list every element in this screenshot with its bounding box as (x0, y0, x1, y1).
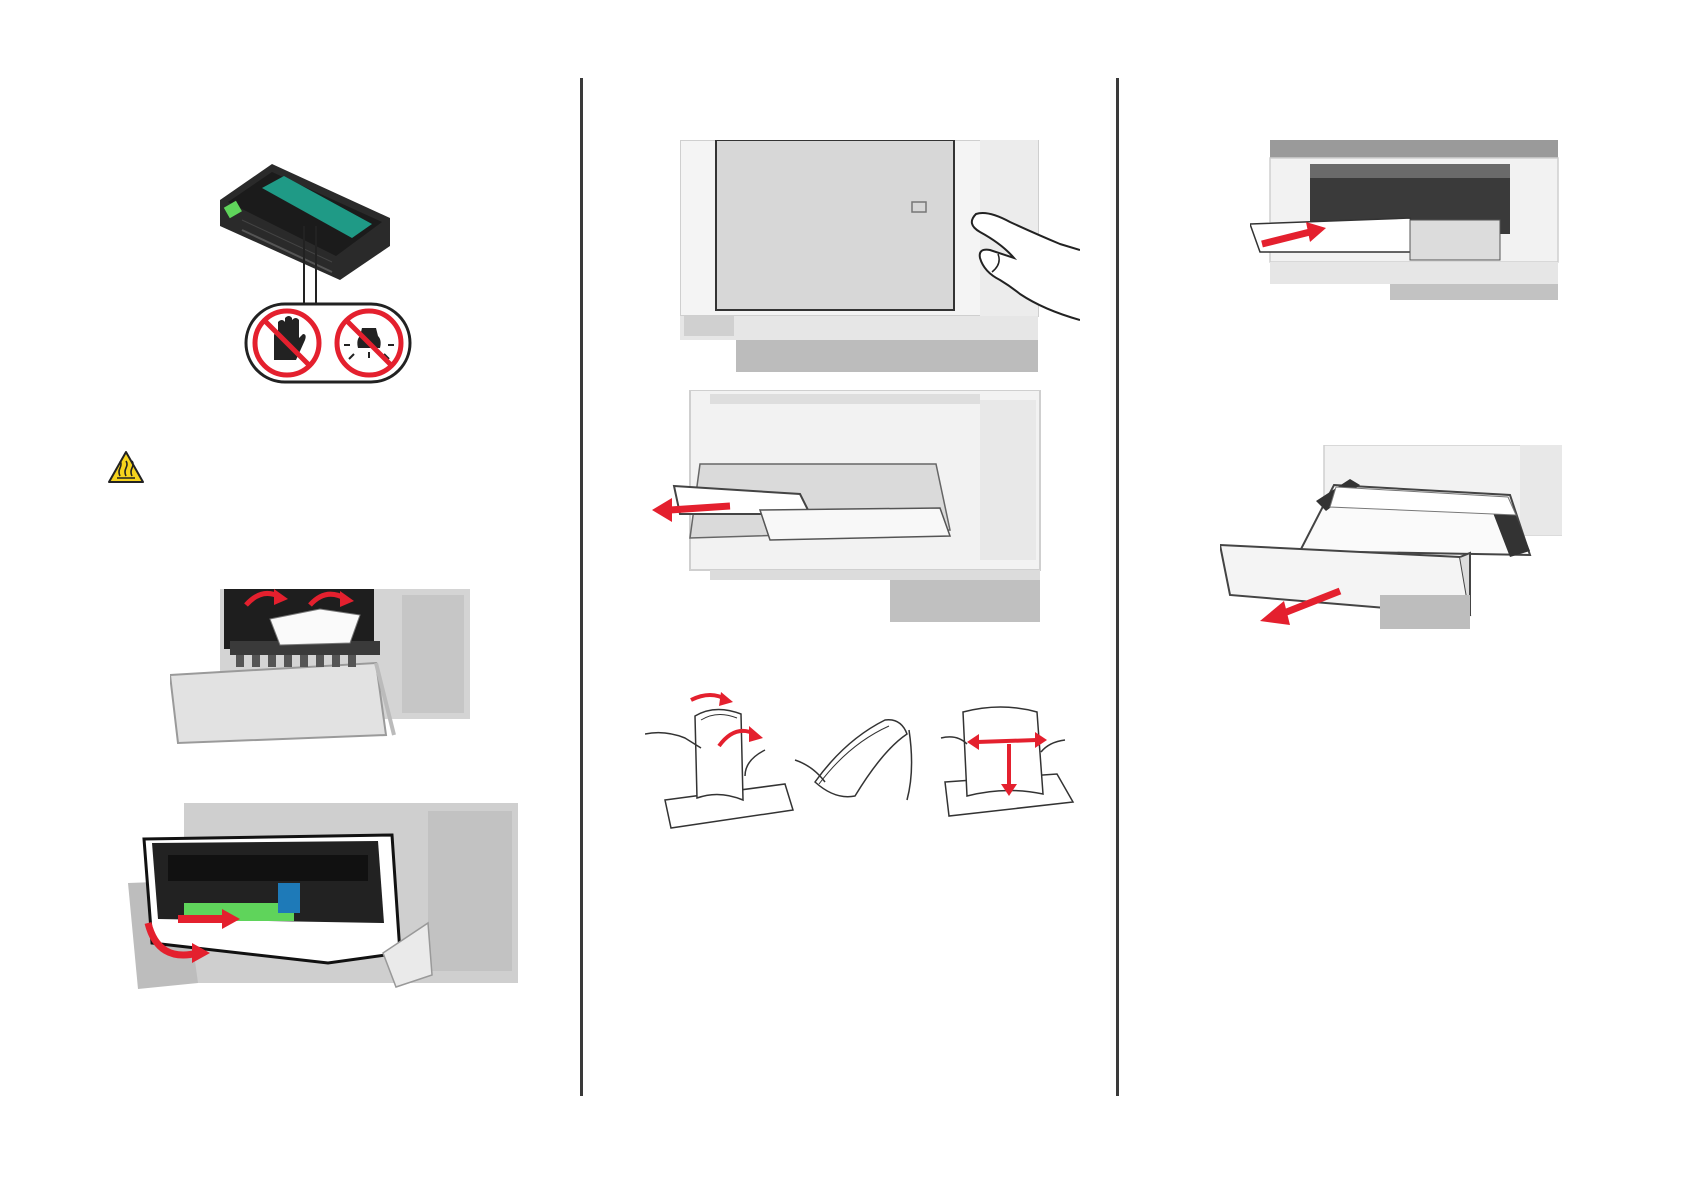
flex-fan-align-paper-illustration (645, 690, 1085, 830)
fan-paper-step (795, 720, 912, 800)
column-divider-left (580, 78, 583, 1096)
open-front-door-illustration (170, 585, 470, 745)
align-paper-step (941, 707, 1073, 816)
load-feeder-illustration (1250, 140, 1560, 300)
pull-feeder-illustration (650, 390, 1080, 622)
imaging-unit-warning-illustration (212, 160, 412, 386)
pull-arrow (670, 506, 730, 510)
hot-surface-caution-icon (107, 450, 145, 484)
pull-tray-illustration (1220, 445, 1562, 635)
open-feeder-door-illustration (680, 140, 1080, 372)
insert-imaging-unit-illustration (128, 803, 518, 991)
no-light-icon (337, 311, 401, 375)
flex-paper-step (645, 692, 793, 828)
no-touch-icon (255, 311, 319, 375)
column-divider-right (1116, 78, 1119, 1096)
